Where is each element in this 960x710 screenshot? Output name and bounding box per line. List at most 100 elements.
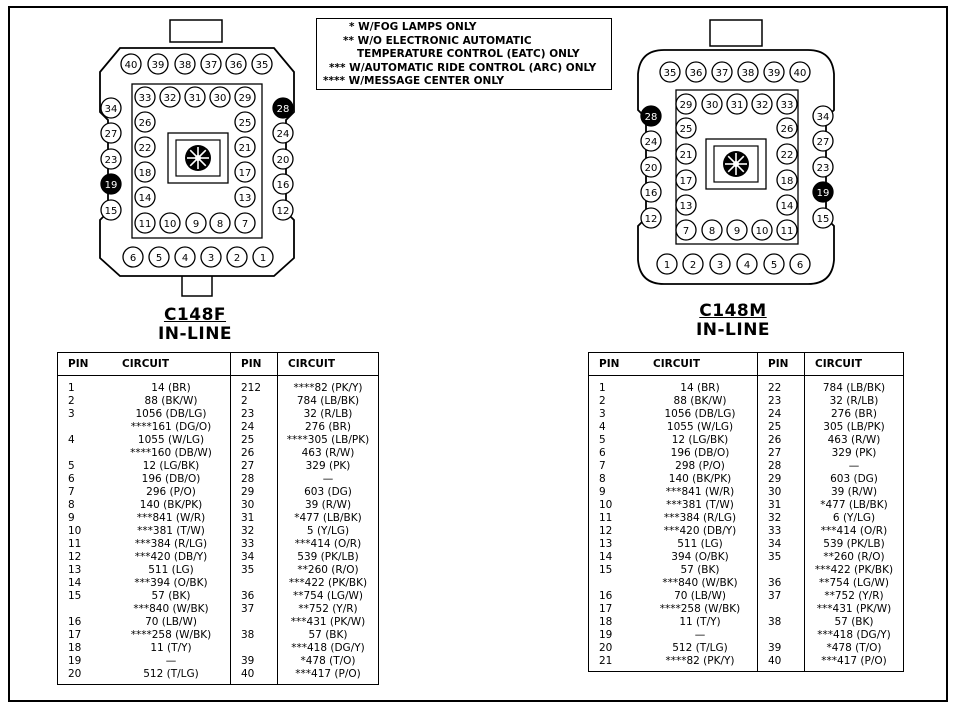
pin-cell: 35 bbox=[757, 551, 805, 564]
pin-cell: 35 bbox=[230, 564, 278, 577]
circuit-cell: 32 (R/LB) bbox=[804, 395, 904, 408]
pin-38: 38 bbox=[174, 53, 196, 75]
pin-16: 16 bbox=[640, 181, 662, 203]
pin-circle bbox=[776, 143, 798, 165]
circuit-cell: 32 (R/LB) bbox=[277, 408, 379, 421]
circuit-cell: 12 (LG/BK) bbox=[142, 460, 200, 472]
pin-cell: 10 bbox=[599, 499, 613, 511]
pin-13: 13 bbox=[234, 186, 256, 208]
circuit-cell: 329 (PK) bbox=[804, 447, 904, 460]
pin-label: 4 bbox=[182, 253, 188, 264]
circuit-cell: 88 (BK/W) bbox=[673, 395, 727, 407]
pin-cell: 6 bbox=[599, 447, 606, 459]
circuit-cell: ***414 (O/R) bbox=[277, 538, 379, 551]
pin-circle bbox=[709, 253, 731, 275]
circuit-cell: ***422 (PK/BK) bbox=[277, 577, 379, 590]
pin-circle bbox=[209, 86, 231, 108]
circuit-cell: ***394 (O/BK) bbox=[134, 577, 208, 589]
circuit-cell: 463 (R/W) bbox=[804, 434, 904, 447]
pin-14: 14 bbox=[776, 194, 798, 216]
pin-cell: 16 bbox=[599, 590, 613, 602]
circuit-cell: 276 (BR) bbox=[277, 421, 379, 434]
pin-cell: 15 bbox=[599, 564, 613, 576]
pin-circle bbox=[200, 246, 222, 268]
pin-label: 26 bbox=[139, 118, 152, 129]
pin-cell: 15 bbox=[68, 590, 82, 602]
pin-circle bbox=[675, 93, 697, 115]
circuit-header: CIRCUIT bbox=[112, 352, 231, 376]
pin-cell: 30 bbox=[230, 499, 278, 512]
pin-1: 1 bbox=[656, 253, 678, 275]
pin-label: 40 bbox=[794, 68, 807, 79]
pin-circle bbox=[789, 61, 811, 83]
pin-circle bbox=[100, 148, 122, 170]
pin-cell: 2 bbox=[230, 395, 278, 408]
pin-label: 28 bbox=[277, 104, 290, 115]
pin-label: 38 bbox=[179, 60, 192, 71]
pin-circle bbox=[737, 61, 759, 83]
pin-cell: 40 bbox=[757, 655, 805, 672]
pin-26: 26 bbox=[776, 117, 798, 139]
pin-30: 30 bbox=[209, 86, 231, 108]
pin-header: PIN bbox=[588, 352, 643, 376]
circuit-cell: 512 (T/LG) bbox=[672, 642, 728, 654]
circuit-cell: 539 (PK/LB) bbox=[277, 551, 379, 564]
pin-circle bbox=[776, 169, 798, 191]
pin-circle bbox=[174, 53, 196, 75]
pin-32: 32 bbox=[159, 86, 181, 108]
pin-cell: 9 bbox=[68, 512, 75, 524]
pin-34: 34 bbox=[100, 97, 122, 119]
pin-label: 10 bbox=[164, 219, 177, 230]
pin-label: 19 bbox=[817, 188, 830, 199]
pin-8: 8 bbox=[701, 219, 723, 241]
pin-35: 35 bbox=[659, 61, 681, 83]
pin-label: 33 bbox=[139, 93, 152, 104]
circuit-cell: 463 (R/W) bbox=[277, 447, 379, 460]
pin-label: 17 bbox=[239, 168, 252, 179]
circuit-cell: 1055 (W/LG) bbox=[137, 434, 205, 446]
pin-cell: 31 bbox=[757, 499, 805, 512]
circuit-cell: **754 (LG/W) bbox=[277, 590, 379, 603]
circuit-cell: — bbox=[165, 655, 177, 667]
circuit-cell: 298 (P/O) bbox=[675, 460, 725, 472]
note-line: *** W/AUTOMATIC RIDE CONTROL (ARC) ONLY bbox=[329, 61, 597, 74]
pin-circle bbox=[776, 219, 798, 241]
pin-cell: 27 bbox=[230, 460, 278, 473]
pin-23: 23 bbox=[100, 148, 122, 170]
pin-30: 30 bbox=[701, 93, 723, 115]
pin-circle bbox=[134, 186, 156, 208]
pin-12: 12 bbox=[640, 207, 662, 229]
pin-29: 29 bbox=[675, 93, 697, 115]
pin-circle bbox=[252, 246, 274, 268]
table-row: 21****82 (PK/Y)40***417 (P/O) bbox=[589, 655, 904, 672]
circuit-cell: ****258 (W/BK) bbox=[130, 629, 212, 641]
pin-31: 31 bbox=[726, 93, 748, 115]
pin-circle bbox=[209, 212, 231, 234]
circuit-cell: 14 (BR) bbox=[151, 382, 191, 394]
pin-label: 9 bbox=[193, 219, 199, 230]
pin-cell bbox=[230, 642, 278, 655]
pin-18: 18 bbox=[776, 169, 798, 191]
pin-22: 22 bbox=[776, 143, 798, 165]
pin-label: 2 bbox=[234, 253, 240, 264]
circuit-cell: 784 (LB/BK) bbox=[277, 395, 379, 408]
pin-24: 24 bbox=[272, 122, 294, 144]
pin-12: 12 bbox=[272, 199, 294, 221]
pin-cell: 28 bbox=[757, 460, 805, 473]
pin-label: 35 bbox=[256, 60, 269, 71]
circuit-cell: ***422 (PK/BK) bbox=[804, 564, 904, 577]
circuit-cell: *478 (T/O) bbox=[804, 642, 904, 655]
circuit-cell: ***841 (W/R) bbox=[665, 486, 735, 498]
table-row: ***840 (W/BK)37**752 (Y/R) bbox=[58, 603, 379, 616]
pin-label: 19 bbox=[105, 180, 118, 191]
pin-label: 30 bbox=[706, 100, 719, 111]
